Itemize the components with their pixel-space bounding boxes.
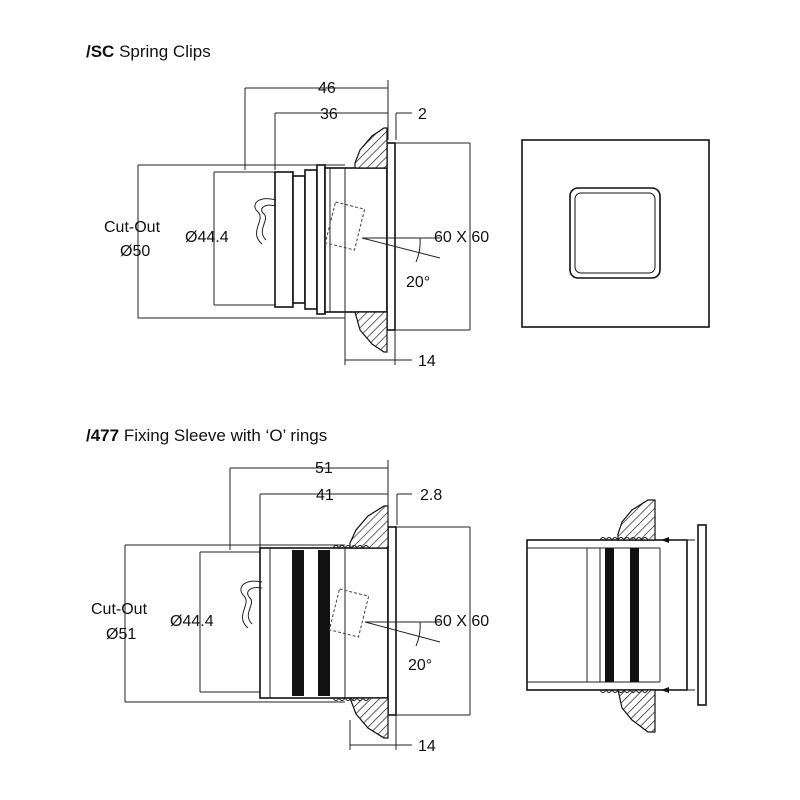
section2-dim-body: 41 <box>316 487 334 504</box>
section1-cutout-label: Cut-Out <box>104 219 161 236</box>
section2-depth: 14 <box>418 738 436 755</box>
section1-cutout-value: Ø50 <box>120 243 150 260</box>
section2-cutout-label: Cut-Out <box>91 601 148 618</box>
o-ring-1 <box>292 550 304 696</box>
section1-dim-body: 36 <box>320 106 338 123</box>
section-fixing-sleeve: /477 Fixing Sleeve with ‘O’ rings 51 41 … <box>86 426 707 755</box>
section2-title-prefix: /477 <box>86 426 119 445</box>
section2-left-dimensions: Cut-Out Ø51 Ø44.4 <box>91 544 345 703</box>
section2-right-dimensions: 60 X 60 14 <box>349 526 489 755</box>
section1-title: /SC Spring Clips <box>86 42 211 61</box>
sleeve-o-ring-1 <box>605 548 614 682</box>
section1-dim-flange: 2 <box>418 106 427 123</box>
section1-title-text: Spring Clips <box>114 42 210 61</box>
section2-sleeve-view <box>526 499 707 733</box>
section1-fixture-side-view: 20° <box>254 127 441 353</box>
section2-title: /477 Fixing Sleeve with ‘O’ rings <box>86 426 327 445</box>
section2-top-dimensions: 51 41 2.8 <box>229 460 442 550</box>
sleeve-o-ring-2 <box>630 548 639 682</box>
section1-title-prefix: /SC <box>86 42 114 61</box>
section2-fixture-side-view: 20° <box>240 505 441 739</box>
section1-diameter: Ø44.4 <box>185 229 229 246</box>
section2-cutout-value: Ø51 <box>106 626 136 643</box>
section1-depth: 14 <box>418 353 436 370</box>
section-spring-clips: /SC Spring Clips 46 36 2 Cut-Out Ø50 Ø44… <box>86 42 710 370</box>
section2-dim-overall: 51 <box>315 460 333 477</box>
section2-title-text: Fixing Sleeve with ‘O’ rings <box>119 426 327 445</box>
section2-dim-flange: 2.8 <box>420 487 442 504</box>
section1-angle: 20° <box>406 274 430 291</box>
section1-right-dimensions: 60 X 60 14 <box>344 142 489 370</box>
section1-top-dimensions: 46 36 2 <box>244 80 427 170</box>
section2-angle: 20° <box>408 657 432 674</box>
section2-diameter: Ø44.4 <box>170 613 214 630</box>
section1-bezel: 60 X 60 <box>434 229 489 246</box>
section2-bezel: 60 X 60 <box>434 613 489 630</box>
section1-dim-overall: 46 <box>318 80 336 97</box>
section1-left-dimensions: Cut-Out Ø50 Ø44.4 <box>104 164 345 319</box>
section1-front-view <box>521 139 710 328</box>
o-ring-2 <box>318 550 330 696</box>
